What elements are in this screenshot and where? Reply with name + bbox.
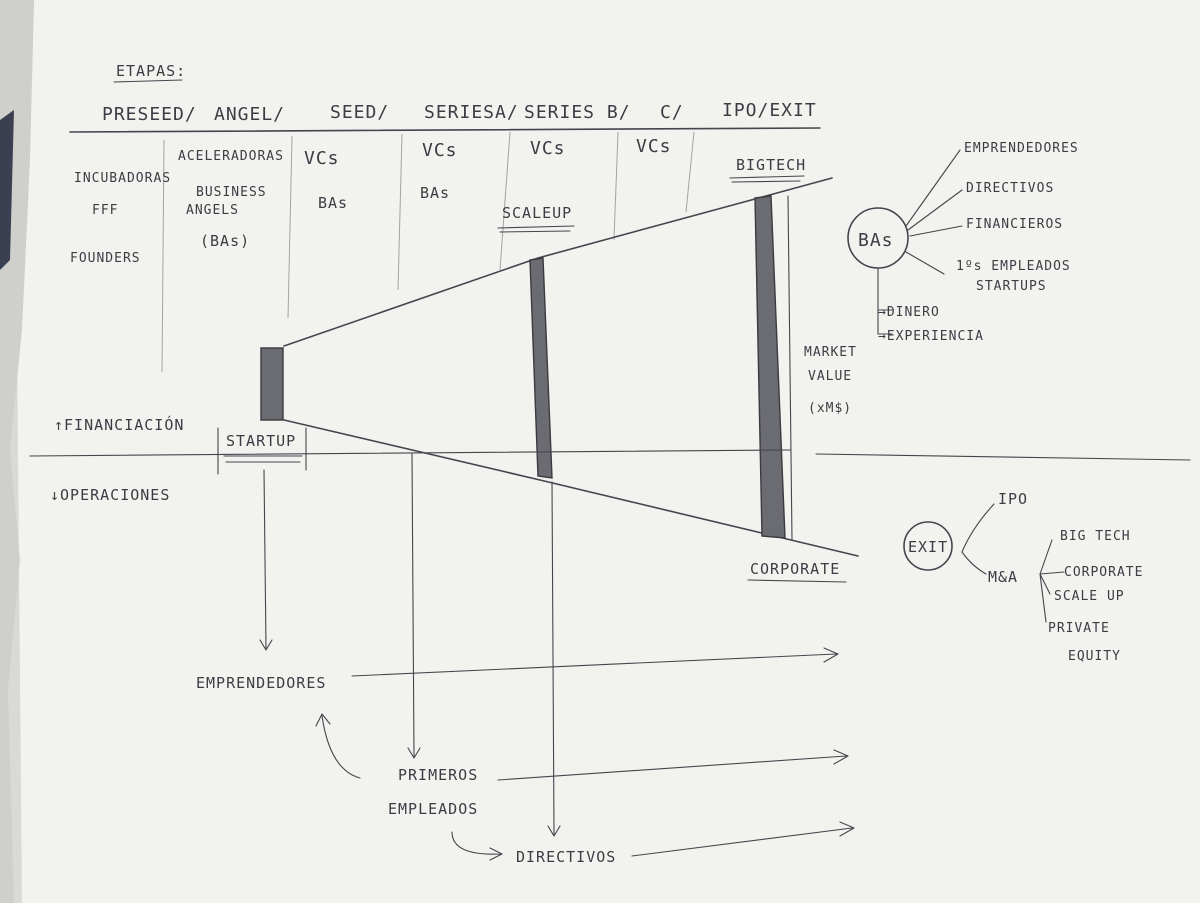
- exit-ipo: IPO: [998, 490, 1028, 508]
- market-value-bracket: [787, 195, 793, 541]
- investor-bas-series-a: BAs: [420, 184, 450, 202]
- label-xm: (xM$): [808, 401, 852, 416]
- arrow-startup-to-emprendedores: [259, 469, 273, 651]
- investor-vcs-seed: VCs: [304, 148, 340, 169]
- arrow-primeros-to-directivos: [451, 831, 503, 861]
- bas-startups: STARTUPS: [976, 279, 1047, 294]
- stage-series-b: SERIES B/: [524, 102, 631, 123]
- investor-angels: ANGELS: [186, 203, 239, 218]
- exit-ma: M&A: [988, 568, 1018, 586]
- axis-line: [29, 449, 1191, 461]
- investor-incubadoras: INCUBADORAS: [74, 171, 171, 186]
- stage-series-c: C/: [660, 102, 684, 123]
- investor-business: BUSINESS: [196, 185, 267, 200]
- arrow-primeros-to-emprendedores: [315, 713, 361, 779]
- startup-box: [217, 427, 307, 475]
- ops-empleados: EMPLEADOS: [388, 800, 478, 818]
- investors-preseed: INCUBADORAS FFF FOUNDERS: [70, 171, 171, 266]
- stages-row: PRESEED/ ANGEL/ SEED/ SERIESA/ SERIES B/…: [102, 100, 817, 125]
- exit-center-label: EXIT: [908, 538, 948, 556]
- bas-experiencia: →EXPERIENCIA: [878, 329, 984, 344]
- ma-scaleup: SCALE UP: [1054, 589, 1125, 604]
- label-corporate: CORPORATE: [750, 560, 840, 578]
- arrow-emprendedores-out: [351, 647, 839, 677]
- corporate-bar: [754, 195, 786, 539]
- stages-header-underline: [113, 79, 183, 83]
- investor-vcs-series-c: VCs: [636, 136, 672, 157]
- arrow-primeros-out: [497, 749, 849, 781]
- bas-output-connector: [877, 267, 893, 335]
- operations-flows: [259, 453, 855, 861]
- exit-branches: [961, 503, 995, 575]
- corporate-underline: [747, 579, 847, 583]
- funnel-upper-edge: [283, 177, 833, 347]
- scaleup-bar: [529, 257, 553, 479]
- ma-corporate: CORPORATE: [1064, 565, 1143, 580]
- investor-vcs-series-b: VCs: [530, 138, 566, 159]
- ops-primeros: PRIMEROS: [398, 766, 478, 784]
- exit-diagram: EXIT IPO M&A BIG TECH CORPORATE SCALE UP…: [903, 490, 1143, 664]
- investor-founders: FOUNDERS: [70, 251, 141, 266]
- bas-diagram: BAs EMPRENDEDORES DIRECTIVOS FINANCIEROS…: [847, 141, 1079, 344]
- bas-emprendedores: EMPRENDEDORES: [964, 141, 1079, 156]
- funnel-lower-edge: [283, 419, 859, 557]
- ma-private: PRIVATE: [1048, 621, 1110, 636]
- bas-center-label: BAs: [858, 230, 894, 251]
- exit-circle: [903, 521, 953, 571]
- investors-angel: ACELERADORAS BUSINESS ANGELS (BAs): [178, 149, 284, 250]
- scaleup-underline: [497, 225, 575, 233]
- ma-bigtech: BIG TECH: [1060, 529, 1131, 544]
- ma-branches: [1039, 539, 1065, 623]
- label-scaleup: SCALEUP: [502, 204, 572, 222]
- bas-empleados: 1ºs EMPLEADOS: [956, 259, 1071, 274]
- investor-vcs-series-a: VCs: [422, 140, 458, 161]
- ops-directivos: DIRECTIVOS: [516, 848, 616, 866]
- label-operaciones: ↓OPERACIONES: [50, 486, 170, 504]
- bigtech-underline: [729, 175, 805, 183]
- bas-financieros: FINANCIEROS: [966, 217, 1063, 232]
- stages-header: ETAPAS:: [116, 62, 186, 80]
- label-market: MARKET: [804, 345, 857, 360]
- notebook-cover: [0, 110, 14, 270]
- stage-angel: ANGEL/: [214, 104, 285, 125]
- label-financiacion: ↑FINANCIACIÓN: [54, 415, 184, 434]
- ma-equity: EQUITY: [1068, 649, 1121, 664]
- stages-baseline: [69, 127, 821, 133]
- ops-emprendedores: EMPRENDEDORES: [196, 674, 326, 692]
- startup-bar: [260, 347, 284, 421]
- bas-directivos: DIRECTIVOS: [966, 181, 1054, 196]
- investor-bas-angel: (BAs): [200, 232, 250, 250]
- label-value: VALUE: [808, 369, 852, 384]
- arrow-to-primeros: [407, 453, 421, 759]
- investor-fff: FFF: [92, 203, 118, 218]
- growth-funnel: [260, 177, 859, 557]
- stage-dividers: [161, 131, 695, 373]
- bas-branches: [905, 149, 963, 275]
- investor-bigtech: BIGTECH: [736, 156, 806, 174]
- stage-ipo-exit: IPO/EXIT: [722, 100, 817, 121]
- arrow-to-directivos: [547, 481, 561, 837]
- stage-series-a: SERIESA/: [424, 102, 519, 123]
- investor-aceleradoras: ACELERADORAS: [178, 149, 284, 164]
- bas-dinero: →DINERO: [878, 305, 940, 320]
- stage-preseed: PRESEED/: [102, 104, 197, 125]
- stage-seed: SEED/: [330, 102, 389, 123]
- arrow-directivos-out: [631, 821, 855, 857]
- label-startup: STARTUP: [226, 432, 296, 450]
- investor-bas-seed: BAs: [318, 194, 348, 212]
